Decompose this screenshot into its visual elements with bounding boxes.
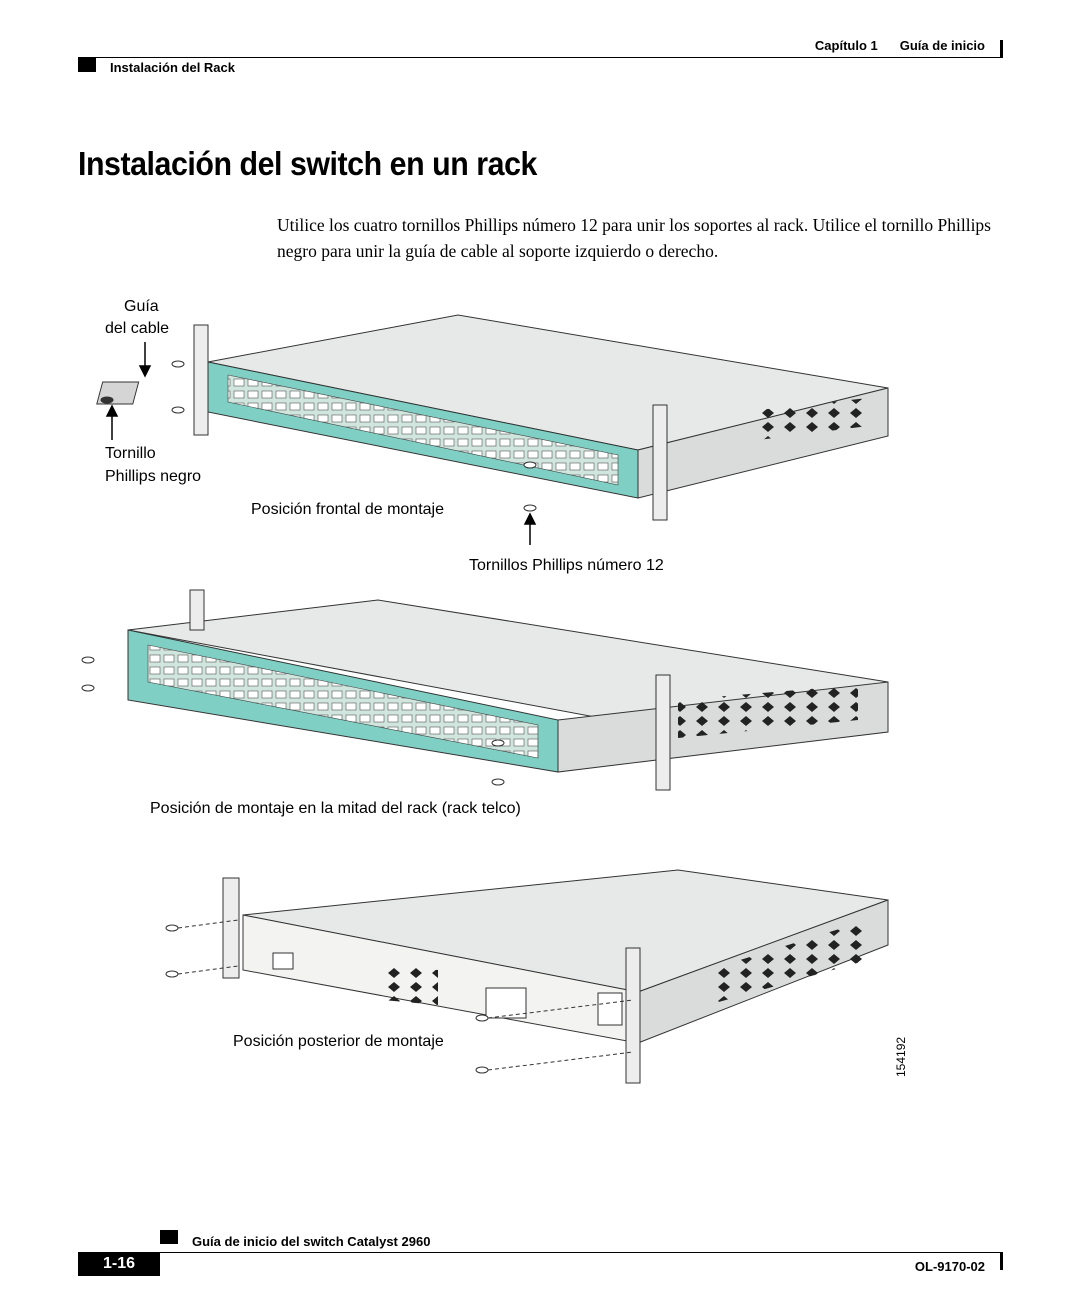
footer-guide-title: Guía de inicio del switch Catalyst 2960 (192, 1234, 431, 1249)
header-rule (78, 57, 1003, 58)
rear-mount-switch (165, 869, 889, 1084)
mid-mount-switch (81, 589, 889, 791)
running-header-chapter: Capítulo 1 Guía de inicio (815, 38, 985, 53)
front-mount-switch (96, 314, 889, 545)
header-bar (1000, 40, 1003, 58)
footer-bar (1000, 1252, 1003, 1270)
intro-paragraph: Utilice los cuatro tornillos Phillips nú… (277, 215, 991, 261)
header-square (78, 58, 96, 72)
rear-mount-label: Posición posterior de montaje (233, 1033, 444, 1050)
screws-12-label: Tornillos Phillips número 12 (469, 557, 664, 574)
black-screw-label-1: Tornillo (105, 445, 156, 462)
cable-guide-label-2: del cable (105, 320, 170, 337)
page-number: 1-16 (78, 1252, 160, 1276)
page-title: Instalación del switch en un rack (78, 145, 537, 182)
doc-number: OL-9170-02 (914, 1259, 985, 1274)
chapter-title: Guía de inicio (899, 38, 985, 53)
rack-mount-figure: Guía del cable Tornillo Phillips negro P… (78, 280, 1003, 1100)
figure-id: 154192 (894, 1036, 908, 1077)
mid-mount-label: Posición de montaje en la mitad del rack… (150, 800, 521, 817)
footer-rule (78, 1252, 1003, 1253)
footer-square (160, 1230, 178, 1244)
cable-guide-label-1: Guía (124, 298, 159, 315)
running-header-section: Instalación del Rack (110, 60, 235, 75)
front-mount-label: Posición frontal de montaje (251, 501, 444, 518)
black-screw-label-2: Phillips negro (105, 468, 202, 485)
rack-mount-illustration (81, 314, 889, 1084)
chapter-number: Capítulo 1 (814, 38, 878, 53)
